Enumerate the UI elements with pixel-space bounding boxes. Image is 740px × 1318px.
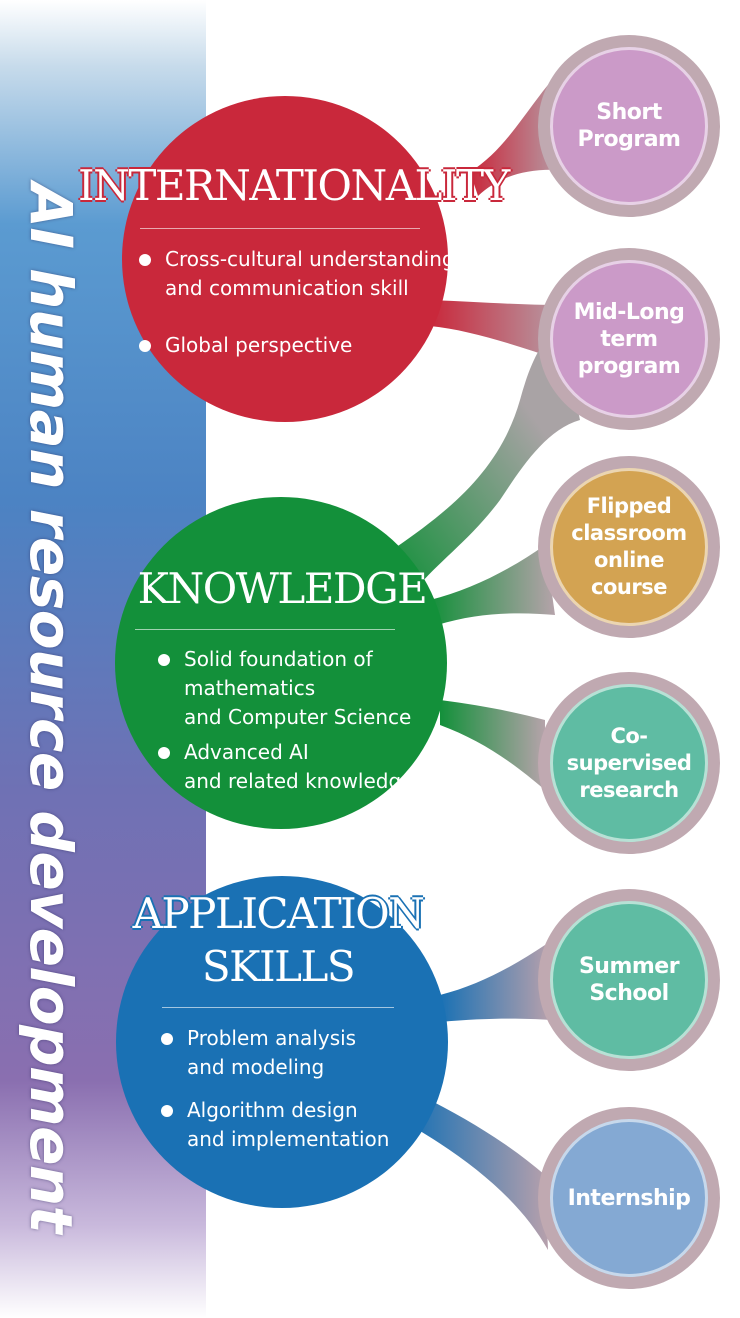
program-ring-summer: Summer School	[538, 889, 720, 1071]
program-ring-short: Short Program	[538, 35, 720, 217]
connector-intl-short	[470, 80, 560, 196]
application-bullet-1: Problem analysis and modeling	[161, 1024, 467, 1082]
connector-know-flipped	[430, 545, 555, 625]
program-internship: Internship	[550, 1119, 708, 1277]
program-ring-cosupervised: Co-supervised research	[538, 672, 720, 854]
internationality-bullet-1: Cross-cultural understanding and communi…	[139, 245, 505, 303]
knowledge-circle	[115, 497, 447, 829]
program-summer-school: Summer School	[550, 901, 708, 1059]
program-flipped-classroom: Flipped classroom online course	[550, 468, 708, 626]
program-ring-flipped: Flipped classroom online course	[538, 456, 720, 638]
internationality-divider	[140, 228, 420, 229]
program-co-supervised: Co-supervised research	[550, 684, 708, 842]
internationality-circle	[122, 96, 448, 422]
application-divider	[162, 1007, 394, 1008]
internationality-title: INTERNATIONALITY	[78, 161, 510, 210]
connector-app-internship	[410, 1095, 548, 1250]
knowledge-divider	[135, 629, 395, 630]
knowledge-title: KNOWLEDGE	[137, 564, 428, 613]
connector-know-midlong	[395, 325, 580, 590]
application-bullet-2: Algorithm design and implementation	[161, 1096, 467, 1154]
connector-intl-midlong	[430, 300, 560, 360]
knowledge-bullet-1: Solid foundation of mathematics and Comp…	[158, 645, 474, 732]
program-ring-midlong: Mid-Long term program	[538, 248, 720, 430]
knowledge-bullet-2: Advanced AI and related knowledge	[158, 738, 474, 796]
application-title-line2: SKILLS	[201, 942, 356, 991]
program-ring-internship: Internship	[538, 1107, 720, 1289]
internationality-bullet-2: Global perspective	[139, 331, 465, 360]
connector-app-summer	[440, 945, 550, 1022]
application-title-line1: APPLICATION	[132, 889, 425, 938]
program-short-program: Short Program	[550, 47, 708, 205]
program-mid-long: Mid-Long term program	[550, 260, 708, 418]
connector-know-cosup	[440, 700, 545, 790]
